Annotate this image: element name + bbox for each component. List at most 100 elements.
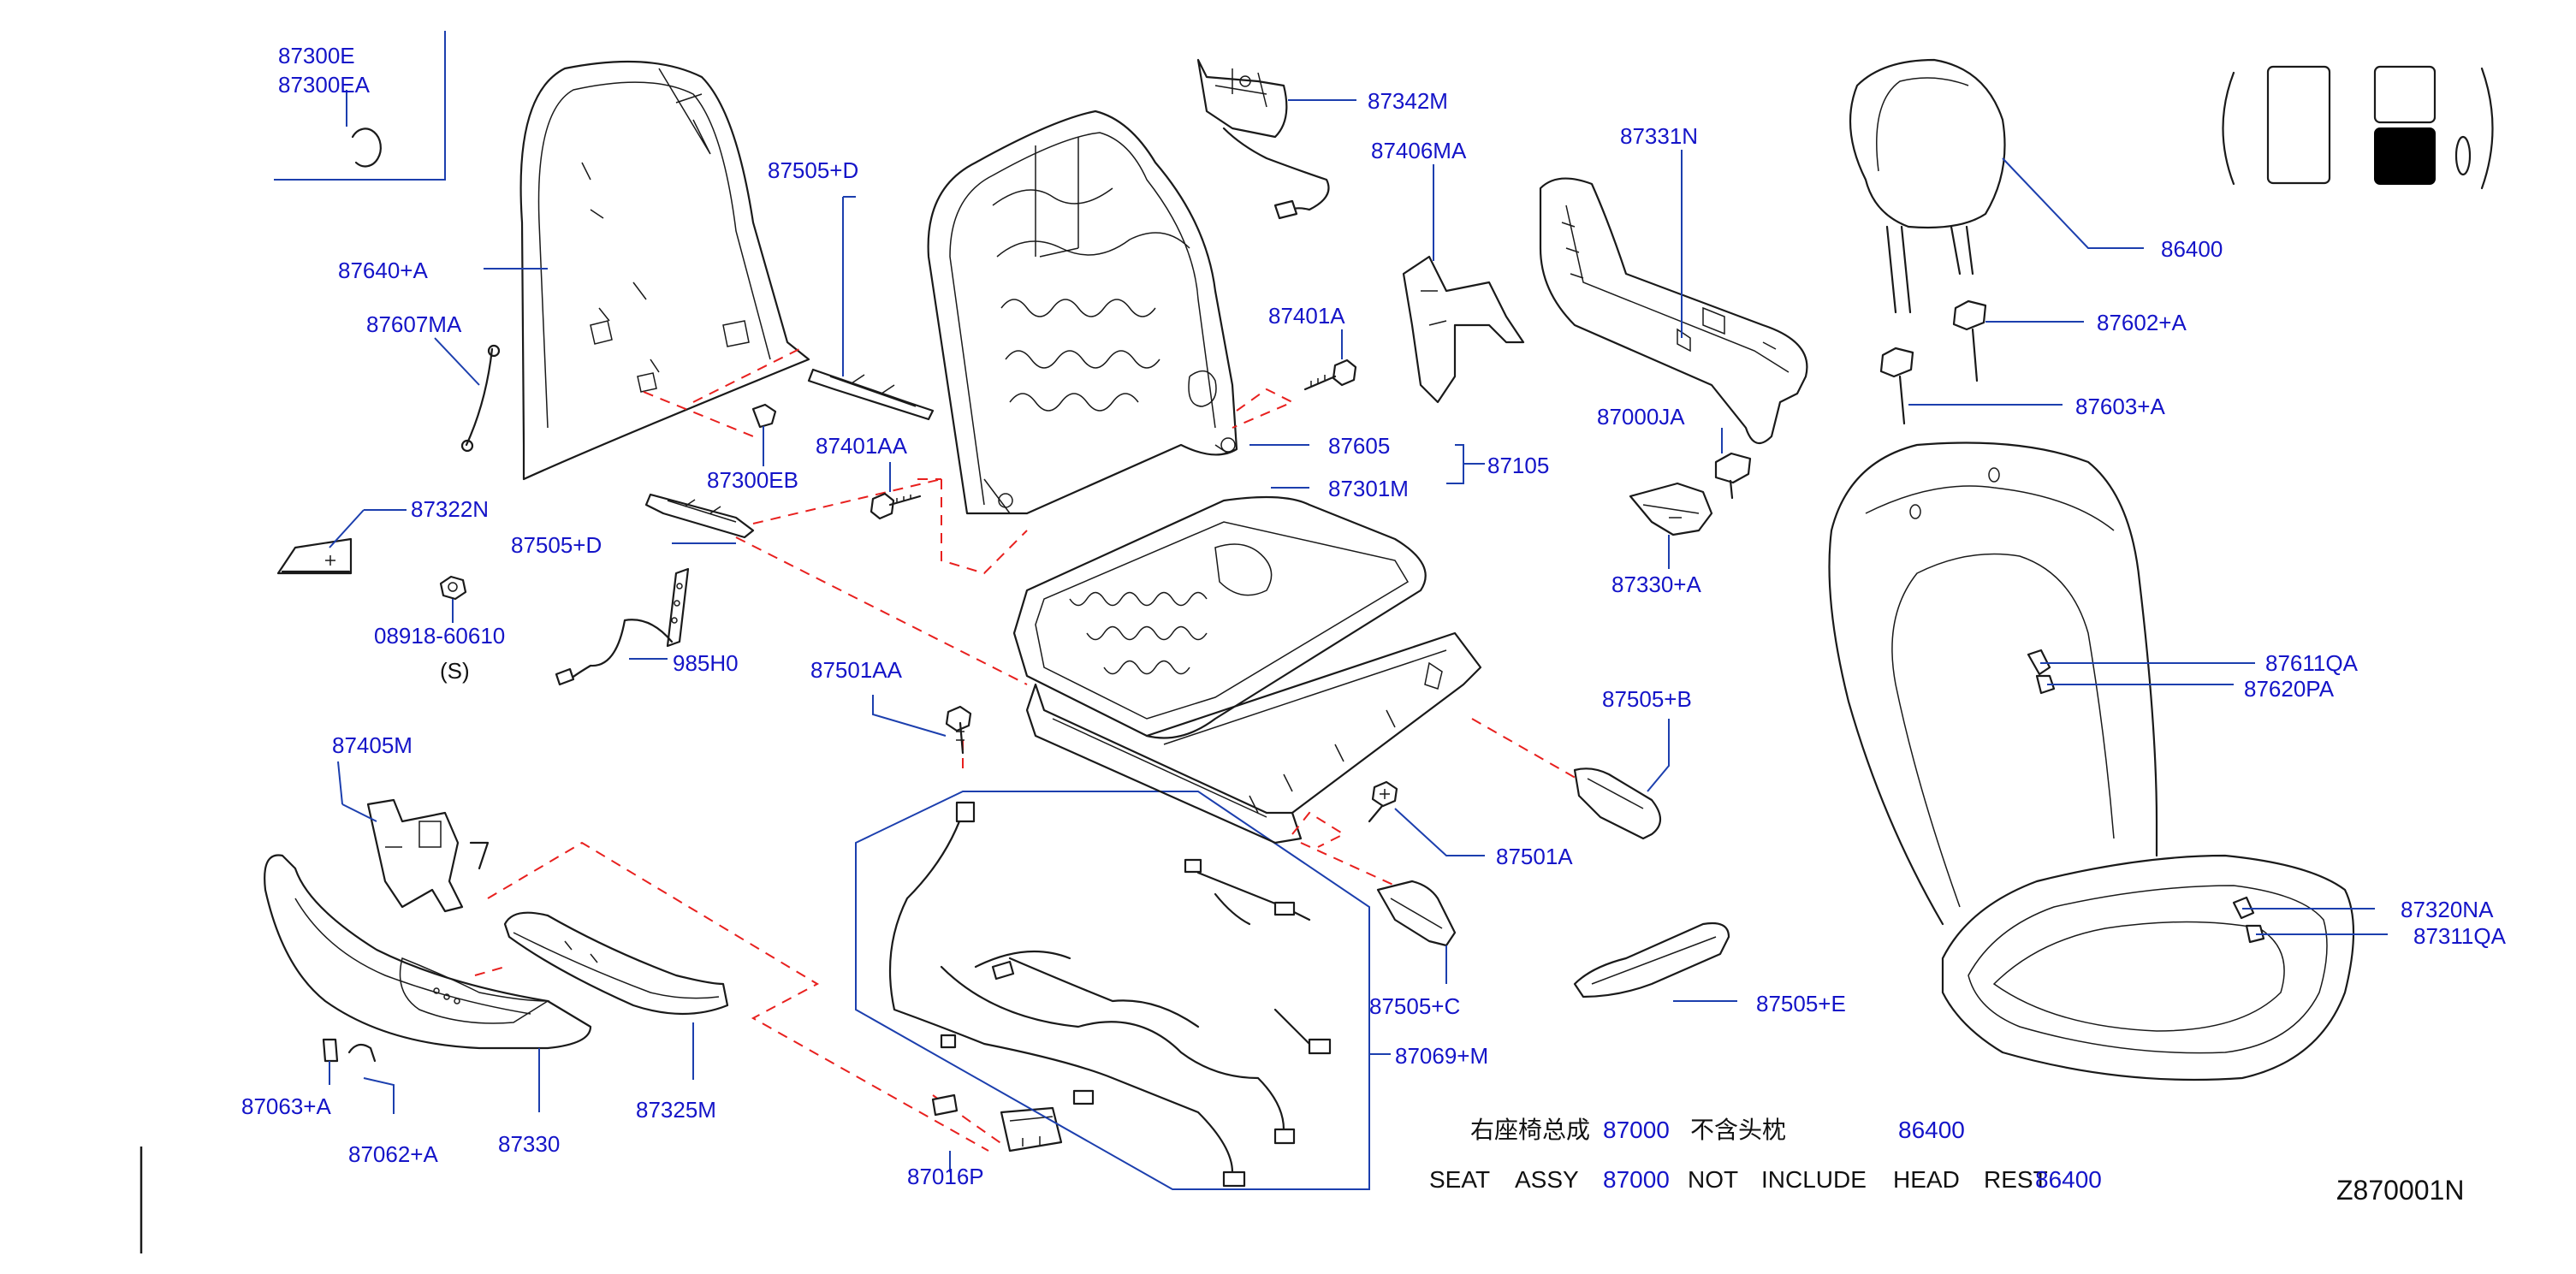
- seat-back-trim-cover: [1828, 441, 2255, 926]
- note-en-headrest: 86400: [2035, 1166, 2102, 1193]
- note-cn-headrest: 86400: [1898, 1117, 1965, 1143]
- diagram-code: Z870001N: [2336, 1175, 2464, 1206]
- bolt-87501a: [1368, 780, 1485, 856]
- cover-87330a: [1629, 482, 1713, 569]
- label-87325m: 87325M: [636, 1097, 716, 1123]
- label-87331n: 87331N: [1620, 123, 1698, 149]
- clip-87300eb: [751, 403, 777, 466]
- label-87501aa: 87501AA: [810, 657, 903, 683]
- note-en-include: INCLUDE: [1761, 1166, 1867, 1193]
- clip-87300e-group: [274, 31, 446, 181]
- clip-icon: [351, 127, 382, 168]
- guide-87603a: [1879, 347, 2063, 425]
- note-cn-suffix: 不含头枕: [1690, 1117, 1786, 1143]
- label-87603a: 87603+A: [2075, 394, 2165, 419]
- symbol-legend: [2222, 65, 2494, 190]
- label-87505d-top: 87505+D: [768, 157, 858, 183]
- legend-rect-outline: [2266, 65, 2331, 185]
- legend-square-outline: [2373, 65, 2437, 124]
- label-87300ea: 87300EA: [278, 72, 371, 98]
- label-87300eb: 87300EB: [707, 467, 798, 493]
- note-en-seat: SEAT: [1429, 1166, 1490, 1193]
- label-87640a: 87640+A: [338, 258, 428, 283]
- label-87505e: 87505+E: [1756, 991, 1846, 1016]
- trim-87505b: [1573, 719, 1670, 840]
- label-s: (S): [440, 658, 470, 684]
- label-87069m: 87069+M: [1395, 1043, 1488, 1069]
- seat-cushion-trim-cover: [1941, 854, 2388, 1081]
- label-08918-60610: 08918-60610: [374, 623, 505, 649]
- label-87620pa: 87620PA: [2244, 676, 2335, 702]
- label-87320na: 87320NA: [2401, 897, 2494, 922]
- side-cover-87330: [264, 854, 592, 1112]
- legend-bracket-right: [2480, 67, 2494, 190]
- label-87063a: 87063+A: [241, 1093, 331, 1119]
- label-87311qa: 87311QA: [2413, 923, 2507, 949]
- label-87300e: 87300E: [278, 43, 355, 68]
- knob-87063a: [322, 1038, 339, 1085]
- inner-cover-87325m: [503, 911, 729, 1080]
- note-en-assy: ASSY: [1515, 1166, 1579, 1193]
- knob-87062a: [347, 1043, 395, 1114]
- trim-87505e: [1573, 921, 1737, 1002]
- bracket-87405m: [337, 761, 490, 913]
- nut-08918: [439, 575, 467, 623]
- trim-87505c: [1376, 880, 1457, 984]
- switch-87016p: [931, 1093, 1063, 1172]
- clip-87000ja: [1714, 428, 1752, 500]
- seat-slide-rails: [1025, 631, 1593, 886]
- label-87330: 87330: [498, 1131, 560, 1157]
- label-87330a: 87330+A: [1611, 572, 1701, 597]
- legend-bracket-left: [2222, 71, 2235, 186]
- assembly-note-english: SEAT ASSY 87000 NOT INCLUDE HEAD REST 86…: [1429, 1166, 2102, 1193]
- trim-rail-top: [807, 196, 935, 421]
- label-87322n: 87322N: [411, 496, 489, 522]
- harness-87069m: [855, 791, 1391, 1190]
- note-cn-part: 87000: [1603, 1117, 1670, 1143]
- label-87602a: 87602+A: [2097, 310, 2187, 335]
- label-87401a: 87401A: [1268, 303, 1345, 329]
- label-87105: 87105: [1487, 453, 1549, 478]
- legend-square-filled: [2374, 127, 2436, 185]
- motor-bracket-87342m: [1196, 58, 1356, 220]
- label-87405m: 87405M: [332, 732, 413, 758]
- label-87501a: 87501A: [1496, 844, 1573, 869]
- label-87505d-bottom: 87505+D: [511, 532, 602, 558]
- label-87401aa: 87401AA: [816, 433, 908, 459]
- label-87062a: 87062+A: [348, 1141, 438, 1167]
- note-en-part: 87000: [1603, 1166, 1670, 1193]
- label-87611qa: 87611QA: [2265, 650, 2359, 676]
- cushion-frame-87301m: [1012, 487, 1427, 739]
- bolt-87501aa: [872, 695, 972, 755]
- bolt-87401aa: [870, 462, 941, 520]
- headrest-86400: [1849, 58, 2144, 314]
- note-cn-prefix: 右座椅总成: [1470, 1117, 1590, 1143]
- note-en-rest: REST: [1984, 1166, 2048, 1193]
- label-87301m: 87301M: [1328, 476, 1409, 501]
- cover-87322n: [276, 509, 407, 575]
- part-labels: 87300E 87300EA 87640+A 87607MA 87322N 08…: [241, 43, 2507, 1189]
- sensor-985h0: [555, 567, 690, 686]
- label-985h0: 985H0: [673, 650, 739, 676]
- label-87605: 87605: [1328, 433, 1390, 459]
- note-en-head: HEAD: [1893, 1166, 1960, 1193]
- label-87607ma: 87607MA: [366, 311, 462, 337]
- seat-back-frame-87605: [927, 110, 1309, 575]
- label-87342m: 87342M: [1368, 88, 1448, 114]
- label-87406ma: 87406MA: [1371, 138, 1467, 163]
- label-87505b: 87505+B: [1602, 686, 1692, 712]
- bracket-87331n: [1539, 150, 1808, 445]
- note-en-not: NOT: [1688, 1166, 1738, 1193]
- legend-ellipse: [2454, 135, 2472, 176]
- seat-back-panel: [484, 60, 810, 481]
- trim-rail-bottom: [644, 478, 1028, 685]
- label-86400: 86400: [2161, 236, 2223, 262]
- bracket-87406ma: [1402, 164, 1525, 404]
- label-87016p: 87016P: [907, 1164, 984, 1189]
- guide-87602a: [1952, 299, 2084, 382]
- rod-87607ma: [434, 337, 501, 453]
- label-87505c: 87505+C: [1369, 993, 1460, 1019]
- label-87000ja: 87000JA: [1597, 404, 1685, 430]
